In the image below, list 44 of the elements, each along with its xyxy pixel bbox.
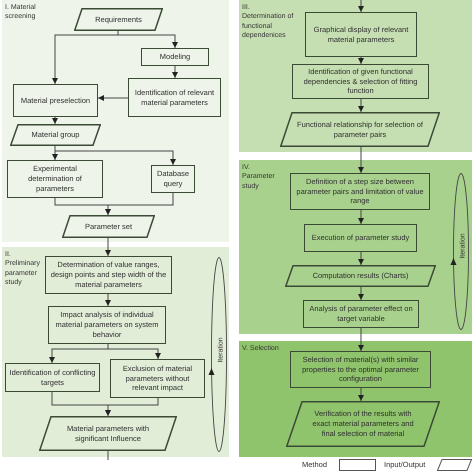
process-box [48,306,166,344]
flow-arrow [98,95,128,101]
process-box [290,351,431,388]
flow-arrow [105,294,111,306]
process-box [292,64,429,99]
process-box [305,12,417,57]
process-box [304,224,417,252]
process-box [7,160,103,198]
process-box [151,165,195,193]
flow-arrow [358,286,364,300]
process-box [141,48,209,66]
input-output-parallelogram [280,112,440,147]
section-band [239,160,472,334]
section-band [2,0,229,242]
flow-arrow [105,192,174,216]
flow-arrow [105,398,158,416]
process-box [5,363,100,392]
flow-arrow [358,210,364,224]
flow-arrow [108,344,161,360]
flow-arrow [54,146,176,166]
input-output-parallelogram [285,265,436,287]
flow-arrow [358,252,364,266]
process-box [13,84,98,117]
process-box [110,359,205,398]
process-box [128,78,221,117]
input-output-parallelogram [62,215,155,238]
input-output-parallelogram [74,8,163,31]
flow-arrow [105,238,111,256]
flow-arrow [358,388,364,402]
flow-arrow [358,328,364,352]
flow-arrow [358,0,364,12]
flow-arrow [358,98,364,112]
input-output-parallelogram [10,124,101,146]
section-band [239,0,472,152]
flow-arrow [358,146,364,174]
flow-arrow [52,116,58,124]
flow-arrow [358,56,364,64]
section-band [239,341,472,457]
process-box [303,300,419,328]
input-output-parallelogram [286,401,440,447]
process-box [290,173,430,210]
flow-arrow [172,66,178,78]
input-output-parallelogram [39,416,177,451]
section-band [2,247,229,457]
